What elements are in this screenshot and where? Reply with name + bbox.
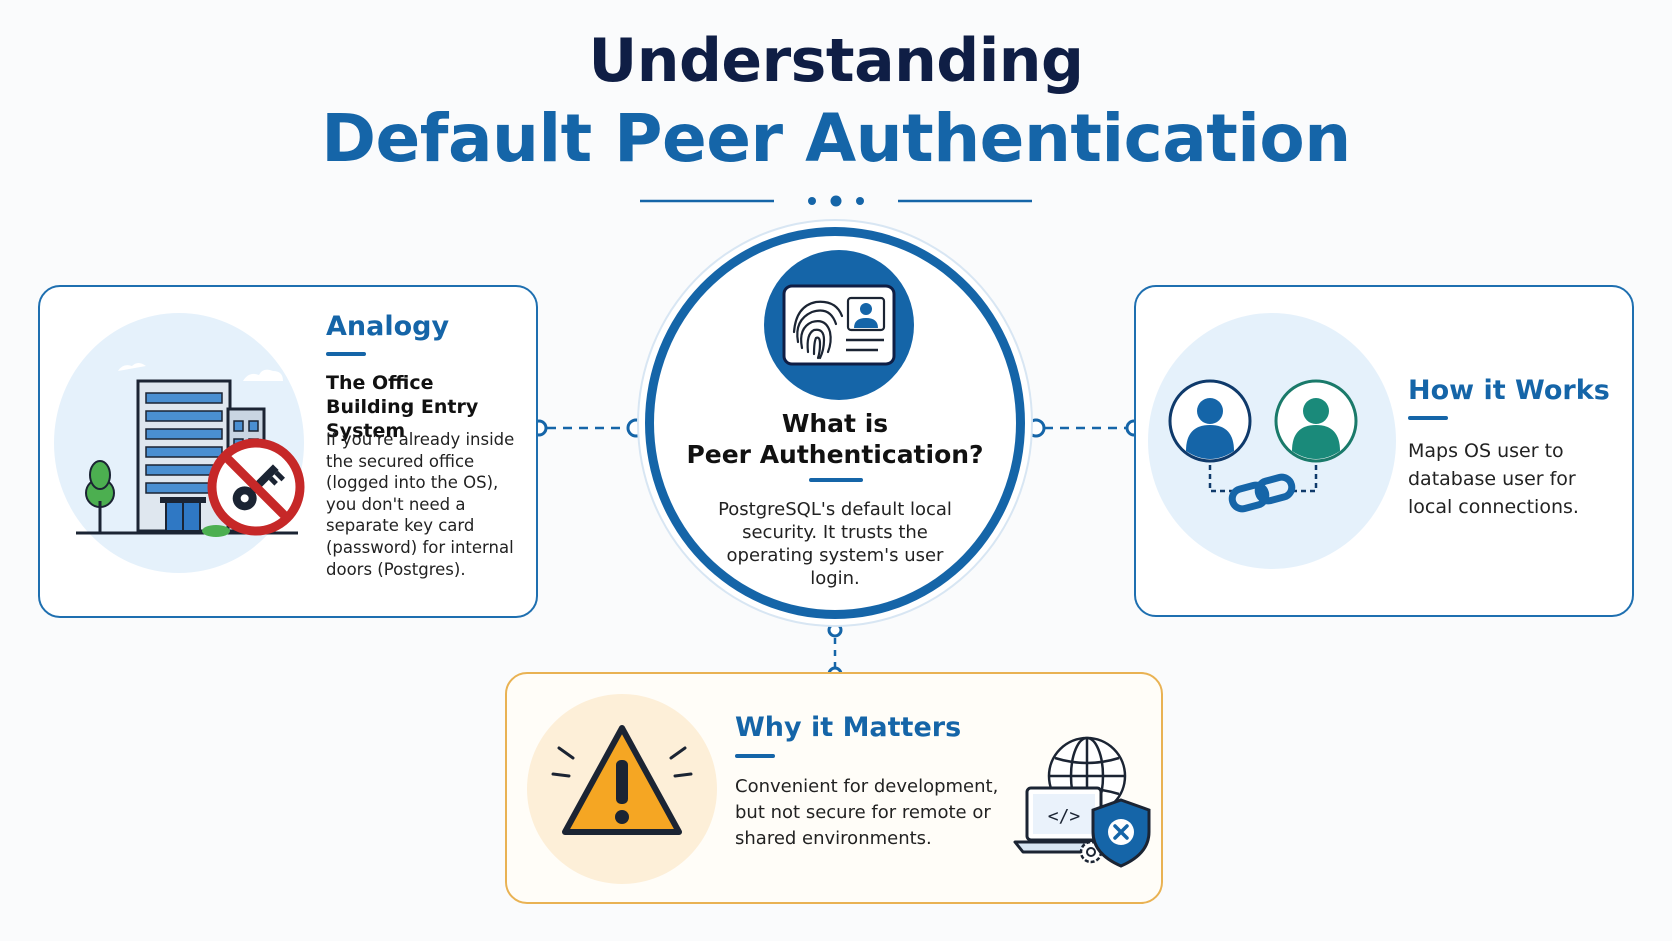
- analogy-body: If you're already inside the secured off…: [326, 430, 515, 579]
- how-it-works-heading: How it Works: [1408, 375, 1610, 406]
- why-it-matters-body: Convenient for development, but not secu…: [735, 776, 999, 849]
- analogy-subheading: The Office Building Entry System: [326, 372, 479, 442]
- center-heading-bar: [809, 478, 863, 482]
- how-it-works-heading-bar: [1408, 416, 1448, 420]
- office-building-no-key-icon: [76, 363, 305, 537]
- why-it-matters-card: Why it Matters Convenient for developmen…: [505, 672, 1163, 904]
- center-definition-circle: What is Peer Authentication? PostgreSQL'…: [645, 227, 1025, 619]
- fingerprint-id-card-icon: [782, 284, 896, 366]
- title-line-2: Default Peer Authentication: [321, 100, 1351, 177]
- svg-text:</>: </>: [1048, 806, 1081, 827]
- analogy-heading: Analogy: [326, 311, 450, 342]
- warning-triangle-icon: [551, 725, 693, 835]
- center-heading-line-1: What is: [781, 409, 889, 438]
- how-it-works-card: How it Works Maps OS user to database us…: [1134, 285, 1634, 617]
- why-it-matters-heading-bar: [735, 754, 775, 758]
- analogy-heading-bar: [326, 352, 366, 356]
- center-heading: What is Peer Authentication?: [654, 408, 1016, 470]
- analogy-card: Analogy The Office Building Entry System…: [38, 285, 538, 618]
- linked-users-icon: [1168, 379, 1358, 513]
- why-it-matters-heading: Why it Matters: [735, 712, 962, 743]
- center-heading-line-2: Peer Authentication?: [686, 440, 984, 469]
- how-it-works-body: Maps OS user to database user for local …: [1408, 440, 1579, 518]
- title-divider: [640, 195, 1032, 207]
- laptop-globe-shield-icon: </>: [1013, 736, 1151, 868]
- center-icon-disc: [764, 250, 914, 400]
- center-body: PostgreSQL's default local security. It …: [718, 499, 952, 589]
- title-line-1: Understanding: [588, 26, 1084, 96]
